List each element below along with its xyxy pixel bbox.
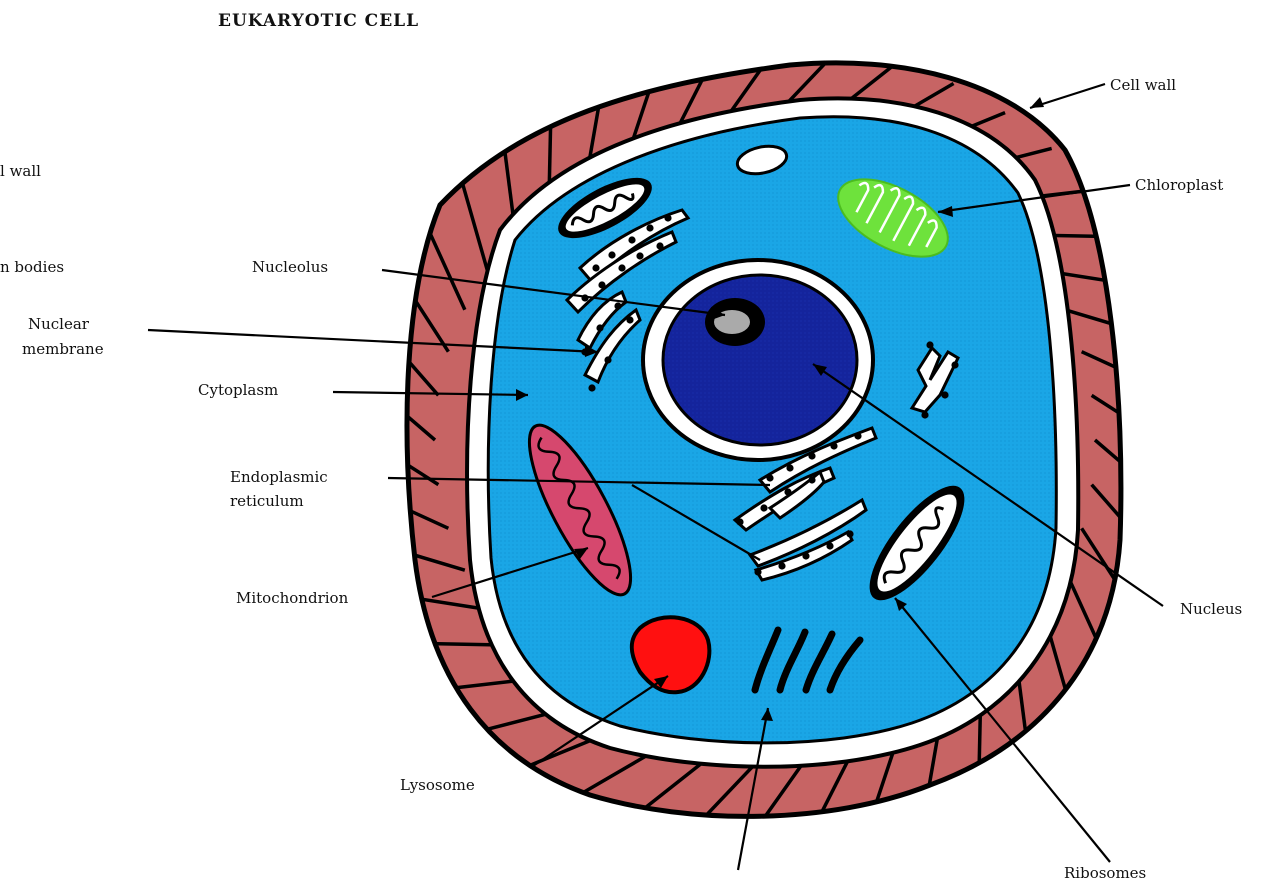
nucleolus-shape [705, 298, 765, 346]
ribosome-dot [626, 316, 633, 323]
label-nuclear-membrane-line1: Nuclear [28, 315, 90, 333]
ribosome-dot [786, 464, 793, 471]
ribosome-dot [598, 281, 605, 288]
label-bodies-left: n bodies [0, 258, 64, 276]
ribosome-dot [614, 302, 621, 309]
ribosome-dot [802, 552, 809, 559]
ribosome-dot [604, 356, 611, 363]
label-er-line1: Endoplasmic [230, 468, 328, 486]
ribosome-dot [592, 264, 599, 271]
ribosome-dot [941, 391, 948, 398]
label-mitochondrion: Mitochondrion [236, 589, 349, 607]
label-cell-wall-left: l wall [0, 162, 41, 180]
ribosome-dot [926, 341, 933, 348]
ribosome-dot [854, 432, 861, 439]
label-nuclear-membrane-line2: membrane [22, 340, 104, 358]
ribosome-dot [808, 476, 815, 483]
ribosome-dot [664, 214, 671, 221]
ribosome-dot [628, 236, 635, 243]
label-nucleus: Nucleus [1180, 600, 1242, 618]
label-lysosome: Lysosome [400, 776, 475, 794]
ribosome-dot [830, 442, 837, 449]
ribosome-dot [588, 384, 595, 391]
ribosome-dot [656, 242, 663, 249]
ribosome-dot [596, 324, 603, 331]
ribosome-dot [754, 568, 761, 575]
ribosome-dot [846, 530, 853, 537]
ribosome-dot [921, 411, 928, 418]
ribosome-dot [646, 224, 653, 231]
ribosome-dot [736, 518, 743, 525]
ribosome-dot [618, 264, 625, 271]
ribosome-dot [636, 252, 643, 259]
ribosome-dot [808, 452, 815, 459]
label-chloroplast: Chloroplast [1135, 176, 1223, 194]
ribosome-dot [951, 361, 958, 368]
ribosome-dot [784, 488, 791, 495]
label-er-line2: reticulum [230, 492, 304, 510]
label-nucleolus: Nucleolus [252, 258, 328, 276]
label-cell-wall: Cell wall [1110, 76, 1176, 94]
ribosome-dot [778, 562, 785, 569]
label-ribosomes: Ribosomes [1064, 864, 1146, 882]
ribosome-dot [608, 251, 615, 258]
ribosome-dot [766, 474, 773, 481]
diagram-title: EUKARYOTIC CELL [218, 11, 419, 31]
nucleus-shape [643, 260, 873, 460]
label-cytoplasm: Cytoplasm [198, 381, 278, 399]
ribosome-dot [760, 504, 767, 511]
ribosome-dot [826, 542, 833, 549]
